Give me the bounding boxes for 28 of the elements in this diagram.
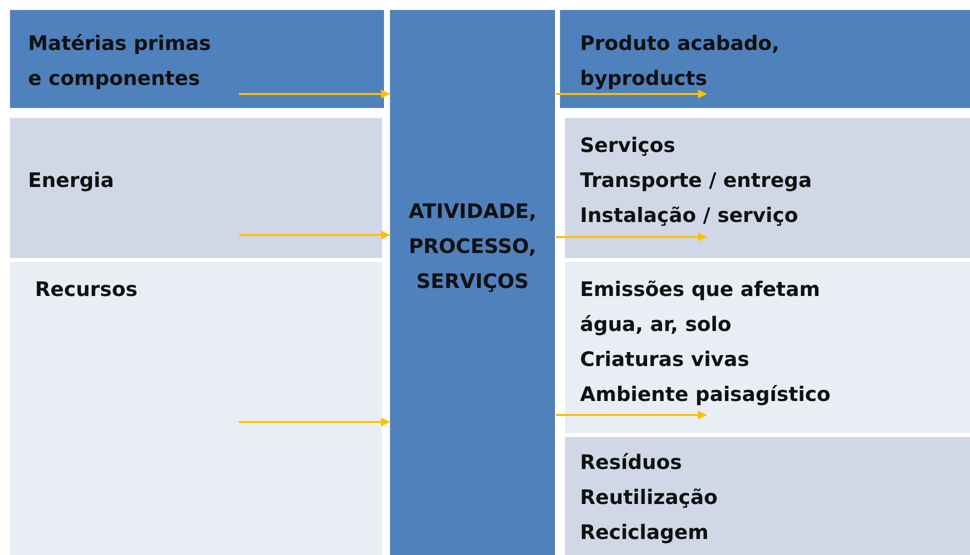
- process-box: [565, 118, 970, 258]
- box-text: Emissões que afetam água, ar, solo: [580, 276, 822, 338]
- arrow: [556, 232, 707, 242]
- box-text: Matérias primas e componentes: [28, 30, 212, 92]
- process-box: [10, 10, 384, 108]
- box-text: Instalação / serviço: [580, 202, 800, 229]
- arrow: [239, 90, 390, 98]
- box-text: Serviços: [580, 132, 676, 159]
- process-box: [390, 10, 555, 555]
- box-text: Produto acabado, byproducts: [580, 30, 780, 92]
- box-text: ATIVIDADE, PROCESSO, SERVIÇOS: [408, 198, 538, 295]
- box-text: Recursos: [35, 276, 138, 303]
- arrow: [556, 410, 707, 420]
- box-text: Reutilização: [580, 484, 719, 511]
- process-box: [10, 118, 382, 258]
- process-box: [565, 262, 970, 433]
- box-text: Reciclagem: [580, 519, 710, 546]
- box-text: Ambiente paisagístico: [580, 381, 832, 408]
- box-text: Energia: [28, 167, 115, 194]
- process-box: [560, 10, 970, 108]
- box-text: Criaturas vivas: [580, 346, 750, 373]
- box-text: Resíduos: [580, 449, 683, 476]
- arrow: [556, 90, 707, 98]
- process-box: [565, 437, 970, 555]
- process-box: [10, 262, 382, 555]
- arrow: [239, 230, 390, 240]
- box-text: Transporte / entrega: [580, 167, 813, 194]
- arrow: [239, 418, 390, 426]
